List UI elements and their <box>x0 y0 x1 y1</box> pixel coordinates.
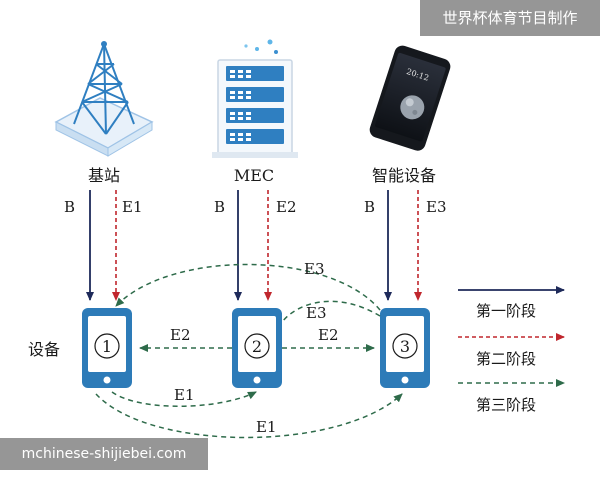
device-label: 设备 <box>28 340 60 359</box>
phone-1-number: 1 <box>102 337 112 356</box>
edges-phase3 <box>95 263 403 439</box>
label-b2: B <box>214 198 225 216</box>
edge-label-e3-top: E3 <box>304 260 325 278</box>
edge-label-e3-mid: E3 <box>306 304 327 322</box>
mec-label: MEC <box>234 166 274 185</box>
phone-1 <box>82 308 132 388</box>
phone-3 <box>380 308 430 388</box>
label-b3: B <box>364 198 375 216</box>
legend-label-phase2: 第二阶段 <box>476 350 536 368</box>
label-e1: E1 <box>122 198 143 216</box>
label-e3: E3 <box>426 198 447 216</box>
edge-label-e2-left: E2 <box>170 326 191 344</box>
base-station-icon <box>54 41 154 157</box>
legend-label-phase1: 第一阶段 <box>476 302 536 320</box>
watermark-top: 世界杯体育节目制作 <box>420 0 600 36</box>
edge-e1-lower <box>111 391 257 407</box>
legend-label-phase3: 第三阶段 <box>476 396 536 414</box>
base-station-label: 基站 <box>88 166 120 185</box>
edge-label-e1-bottom: E1 <box>256 418 277 436</box>
vertical-arrows <box>86 190 422 301</box>
phone-2-number: 2 <box>252 337 262 356</box>
smart-device-label: 智能设备 <box>372 166 436 185</box>
edge-e3-top <box>115 263 381 311</box>
smartphone-icon: 20:12 <box>369 45 451 151</box>
edge-label-e1-lower: E1 <box>174 386 195 404</box>
phone-2 <box>232 308 282 388</box>
phone-3-number: 3 <box>400 337 410 356</box>
mec-server-icon <box>212 39 298 158</box>
label-b1: B <box>64 198 75 216</box>
edge-e3-mid <box>281 300 381 323</box>
edge-e1-bottom <box>95 393 403 439</box>
legend: 第一阶段 第二阶段 第三阶段 <box>458 286 565 414</box>
edge-label-e2-right: E2 <box>318 326 339 344</box>
label-e2: E2 <box>276 198 297 216</box>
watermark-bottom: mchinese-shijiebei.com <box>0 438 208 470</box>
